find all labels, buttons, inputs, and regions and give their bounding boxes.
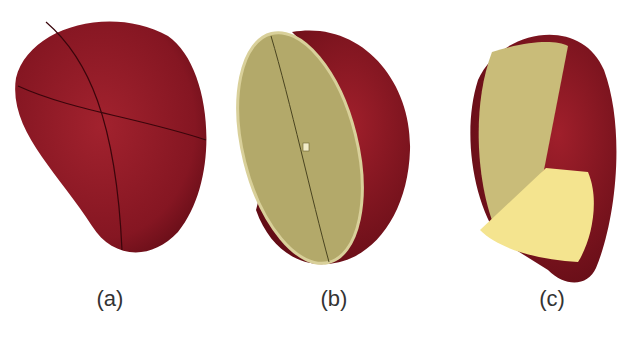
quarter-plane <box>480 168 594 262</box>
cut-face <box>216 20 384 277</box>
hemisphere-c <box>470 35 616 283</box>
hemisphere-a <box>15 21 206 252</box>
seam-line <box>271 36 329 262</box>
hemisphere-b <box>216 20 410 277</box>
seam-line <box>18 86 206 140</box>
center-marker <box>303 143 309 151</box>
figure-label: (c) <box>539 286 565 312</box>
seam-line <box>46 22 122 250</box>
figure-label: (b) <box>321 286 348 312</box>
figure-label: (a) <box>97 286 124 312</box>
dome-surface <box>15 21 206 252</box>
dome-surface <box>470 35 616 283</box>
